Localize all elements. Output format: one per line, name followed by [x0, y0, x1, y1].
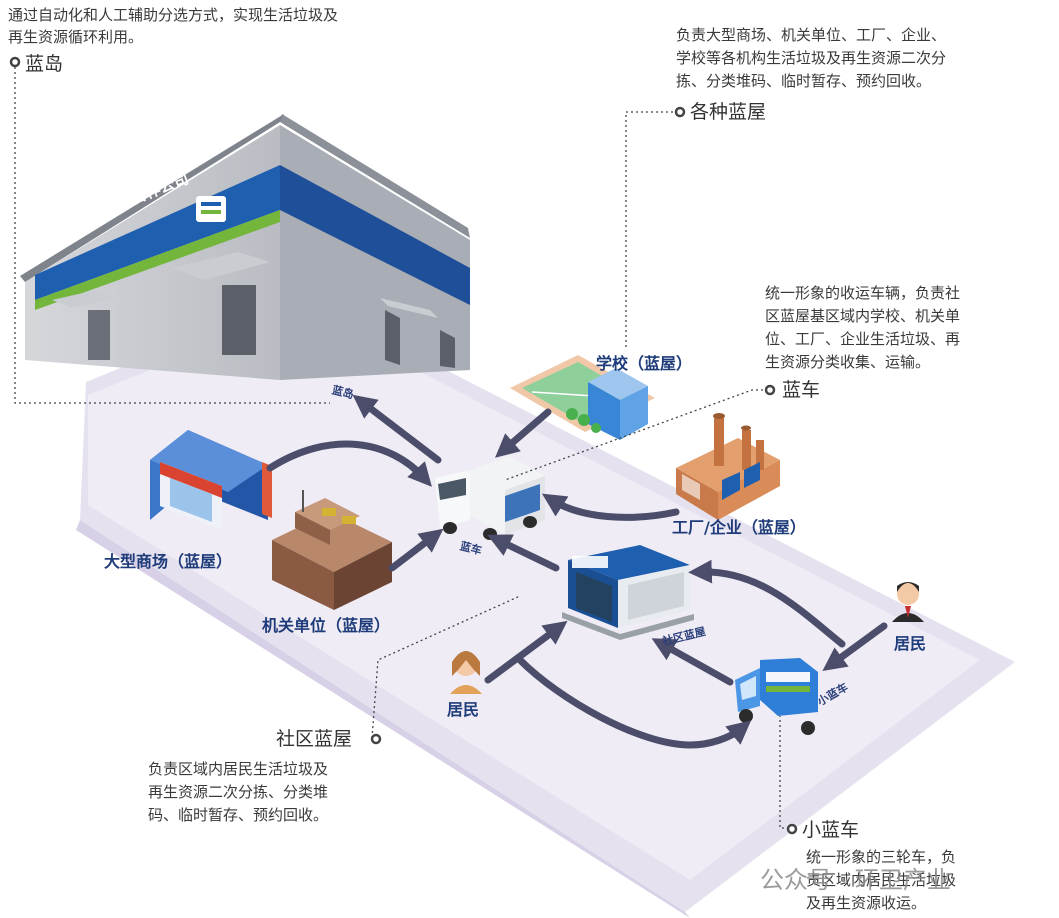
landao-desc-line-2: 再生资源循环利用。	[8, 28, 144, 46]
node-label-factory: 工厂/企业（蓝屋）	[672, 518, 806, 537]
school-illustration	[510, 355, 655, 440]
gezhong-desc-line-1: 负责大型商场、机关单位、工厂、企业、	[676, 26, 947, 44]
tricycle-illustration	[735, 658, 818, 735]
lanche-desc-line-3: 位、工厂、企业生活垃圾、再	[765, 330, 961, 348]
node-label-resident-right: 居民	[894, 634, 927, 653]
leader-landao	[14, 62, 330, 404]
watermark: 公众号 · 环卫产业	[760, 866, 951, 894]
gezhong-desc-line-3: 拣、分类堆码、临时暂存、预约回收。	[676, 72, 932, 90]
leader-dots	[9, 56, 798, 835]
community-house-illustration	[562, 545, 694, 640]
arrow-tricycle-to-community	[651, 638, 734, 686]
gezhong-title: 各种蓝屋	[690, 101, 767, 123]
arrow-factory-to-truck	[541, 493, 680, 521]
node-label-office: 机关单位（蓝屋）	[262, 616, 391, 635]
xiaolanche-title: 小蓝车	[802, 819, 860, 841]
flow-arrows	[266, 394, 888, 749]
mall-illustration	[150, 430, 272, 530]
lanche-desc-line-1: 统一形象的收运车辆，负责社	[765, 284, 961, 302]
node-label-school: 学校（蓝屋）	[596, 354, 693, 373]
lanche-title: 蓝车	[782, 379, 821, 401]
leader-lanche	[504, 389, 768, 481]
leader-gezhong	[625, 111, 678, 348]
node-label-resident-left: 居民	[447, 700, 480, 719]
landao-title: 蓝岛	[25, 53, 64, 75]
arrow-community-to-truck	[487, 534, 560, 572]
shequ-desc-line-2: 再生资源二次分拣、分类堆	[148, 783, 329, 801]
resident-man-illustration	[892, 582, 924, 622]
node-label-mall: 大型商场（蓝屋）	[104, 552, 233, 571]
xiaolanche-desc-line-3: 及再生资源收运。	[806, 894, 927, 912]
arrow-resident-to-tricycle	[822, 622, 888, 672]
arrow-mall-to-truck	[266, 440, 432, 487]
xiaolanche-desc-line-2: 责区域内居民生活垃圾	[806, 871, 957, 889]
xiaolanche-desc-line-1: 统一形象的三轮车，负	[806, 848, 957, 866]
arrow-loop-to-tricycle	[516, 656, 752, 749]
shequ-desc-line-3: 码、临时暂存、预约回收。	[148, 806, 329, 824]
gezhong-desc-line-2: 学校等各机构生活垃圾及再生资源二次分	[676, 49, 947, 67]
factory-illustration	[676, 413, 780, 520]
arrow-resident-to-community	[484, 620, 568, 684]
arrow-right-loop	[688, 559, 846, 648]
lanche-desc-line-2: 区蓝屋基区域内学校、机关单	[765, 307, 961, 325]
leader-lines	[14, 62, 794, 829]
shequ-desc-line-1: 负责区域内居民生活垃圾及	[148, 760, 329, 778]
warehouse-illustration	[20, 114, 470, 380]
platform-edge	[76, 520, 690, 918]
arrow-office-to-truck	[388, 528, 444, 572]
arrow-truck-to-island	[352, 394, 442, 464]
arrow-school-to-truck	[494, 408, 552, 458]
leader-shequ	[371, 595, 521, 739]
office-illustration	[272, 490, 392, 610]
lanche-desc-line-4: 生资源分类收集、运输。	[765, 353, 931, 371]
resident-woman-illustration	[450, 651, 482, 694]
landao-desc-line-1: 通过自动化和人工辅助分选方式，实现生活垃圾及	[8, 6, 339, 24]
shequ-title: 社区蓝屋	[276, 728, 353, 750]
truck-illustration	[435, 456, 545, 540]
